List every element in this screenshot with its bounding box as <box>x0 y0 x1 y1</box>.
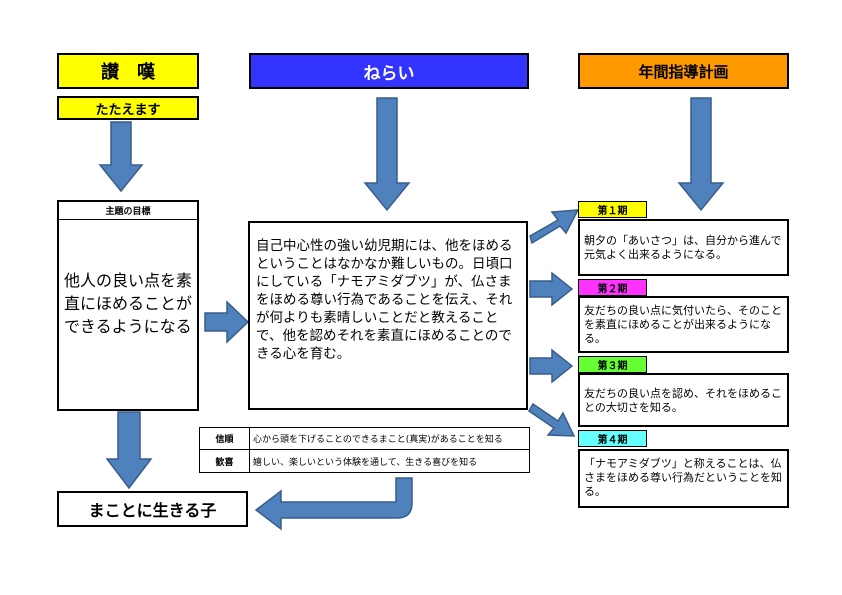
term4-text: 「ナモアミダブツ」と称えることは、仏さまをほめる尊い行為だということを知る。 <box>584 457 782 498</box>
goal-label: 主題の目標 <box>59 202 197 220</box>
header-nenkan: 年間指導計画 <box>578 53 789 89</box>
values-row-1: 信順 心から頭を下げることのできるまこと(真実)があることを知る <box>200 428 529 450</box>
term2-label: 第２期 <box>578 279 647 296</box>
term1-label: 第１期 <box>578 201 647 218</box>
term1-box: 朝夕の「あいさつ」は、自分から進んで元気よく出来るようになる。 <box>578 219 789 276</box>
arrow-goal-to-outcome <box>105 411 153 490</box>
term4-label: 第４期 <box>578 430 647 447</box>
header-nenkan-label: 年間指導計画 <box>638 62 729 81</box>
term4-box: 「ナモアミダブツ」と称えることは、仏さまをほめる尊い行為だということを知る。 <box>578 449 789 508</box>
arrow-down-left <box>98 121 144 193</box>
term3-box: 友だちの良い点を認め、それをほめることの大切さを知る。 <box>578 373 789 427</box>
header-tataemasu: たたえます <box>57 96 199 120</box>
values-row-2: 歓喜 嬉しい、楽しいという体験を通して、生きる喜びを知る <box>200 450 529 472</box>
term3-text: 友だちの良い点を認め、それをほめることの大切さを知る。 <box>584 387 782 414</box>
arrow-values-to-outcome <box>254 477 413 531</box>
outcome-text: まことに生きる子 <box>88 501 217 520</box>
term2-text: 友だちの良い点に気付いたら、そのことを素直にほめることが出来るようになる。 <box>584 304 782 345</box>
header-tataemasu-label: たたえます <box>95 102 161 118</box>
arrow-aim-to-term3 <box>529 348 574 384</box>
arrow-aim-to-term4 <box>528 402 576 437</box>
goal-box: 主題の目標 他人の良い点を素直にほめることができるようになる <box>57 200 199 411</box>
value-text-kangi: 嬉しい、楽しいという体験を通して、生きる喜びを知る <box>253 457 478 468</box>
header-nerai: ねらい <box>249 53 529 89</box>
aim-text: 自己中心性の強い幼児期には、他をほめるということはなかなか難しいもの。日頃口にし… <box>256 238 513 362</box>
aim-box: 自己中心性の強い幼児期には、他をほめるということはなかなか難しいもの。日頃口にし… <box>248 221 528 410</box>
header-sandan: 讃 嘆 <box>57 53 199 89</box>
arrow-goal-to-aim <box>204 300 250 344</box>
arrow-aim-to-term1 <box>529 209 580 245</box>
arrow-aim-to-term2 <box>529 271 574 307</box>
value-text-shinjun: 心から頭を下げることのできるまこと(真実)があることを知る <box>253 435 503 445</box>
goal-text: 他人の良い点を素直にほめることができるようになる <box>64 271 193 336</box>
value-key-shinjun: 信順 <box>200 428 250 449</box>
arrow-down-right <box>677 97 725 212</box>
values-table: 信順 心から頭を下げることのできるまこと(真実)があることを知る 歓喜 嬉しい、… <box>199 427 530 473</box>
header-nerai-label: ねらい <box>363 63 415 84</box>
term1-text: 朝夕の「あいさつ」は、自分から進んで元気よく出来るようになる。 <box>584 234 782 261</box>
outcome-box: まことに生きる子 <box>57 491 248 527</box>
arrow-down-center <box>363 97 411 212</box>
term3-label: 第３期 <box>578 356 647 373</box>
header-sandan-label: 讃 嘆 <box>101 62 155 83</box>
term2-box: 友だちの良い点に気付いたら、そのことを素直にほめることが出来るようになる。 <box>578 296 789 353</box>
value-key-kangi: 歓喜 <box>200 450 250 472</box>
